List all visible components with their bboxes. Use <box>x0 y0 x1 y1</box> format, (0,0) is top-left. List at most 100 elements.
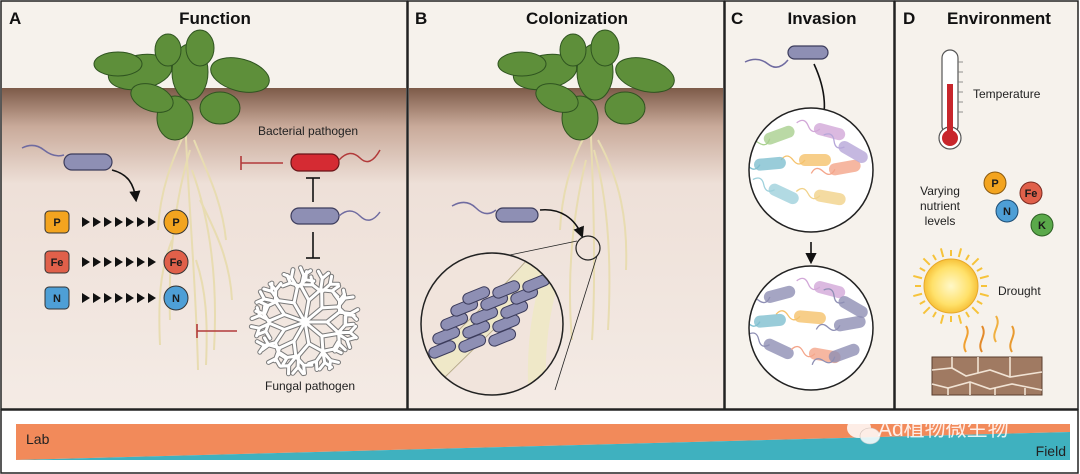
sun-ray <box>971 257 980 266</box>
sun-ray <box>979 274 989 280</box>
panel-letter-d: D <box>903 9 915 28</box>
transport-chevron <box>82 293 90 303</box>
fungal-pathogen-label: Fungal pathogen <box>265 379 355 393</box>
sun-ray <box>939 248 945 258</box>
fungal-hyphae-inner <box>249 266 360 376</box>
sun-ray <box>976 267 983 272</box>
colonizing-bacterium <box>492 280 521 299</box>
sun-ray <box>919 267 926 272</box>
community-bacterium <box>813 189 846 206</box>
badge-fe: Fe <box>1019 181 1043 205</box>
transport-chevron <box>104 293 112 303</box>
community-bacterium <box>763 125 795 145</box>
sun-ray <box>957 314 963 324</box>
transport-chevron <box>115 257 123 267</box>
plant-nutrient-label: Fe <box>170 257 183 269</box>
sun-ray <box>957 248 963 258</box>
community-bacterium <box>768 183 799 205</box>
nutrient-levels-label-line3: levels <box>925 214 956 228</box>
panel-d: D Environment Temperature Varying nutrie… <box>894 0 1079 410</box>
evaporation-icon <box>963 315 1015 353</box>
sun-ray <box>919 300 926 305</box>
panel-title-colonization: Colonization <box>526 9 628 28</box>
sun-ray <box>922 306 931 315</box>
badge-n: N <box>995 199 1019 223</box>
colonizing-bacterium <box>428 340 457 359</box>
transport-chevron <box>93 257 101 267</box>
transport-chevron <box>148 293 156 303</box>
transport-chevron <box>137 257 145 267</box>
panel-title-environment: Environment <box>947 9 1051 28</box>
transport-chevron <box>82 217 90 227</box>
sun-ray <box>976 300 983 305</box>
bacterium-a <box>21 144 141 203</box>
community-bacterium <box>838 141 868 163</box>
transport-chevron <box>115 293 123 303</box>
transport-chevron <box>126 217 134 227</box>
panel-c: C Invasion <box>724 0 895 410</box>
sun-ray <box>913 274 923 280</box>
plant-nutrient-label: N <box>172 293 180 305</box>
panel-letter-b: B <box>415 9 427 28</box>
lab-label: Lab <box>26 431 50 447</box>
svg-text:N: N <box>1003 206 1011 218</box>
community-bacterium <box>828 343 860 363</box>
sun-ray <box>965 254 970 261</box>
svg-text:K: K <box>1038 220 1046 232</box>
soil-nutrient-label: N <box>53 293 61 305</box>
panel-title-invasion: Invasion <box>788 9 857 28</box>
soil-nutrient-fe <box>44 250 70 274</box>
plant-nutrient-label: P <box>172 217 179 229</box>
lab-field-gradient: Lab Field <box>0 409 1079 474</box>
transport-chevron <box>82 257 90 267</box>
transport-chevron <box>126 257 134 267</box>
bacterial-pathogen-label: Bacterial pathogen <box>258 124 358 138</box>
svg-text:P: P <box>991 178 998 190</box>
plant-nutrient-p <box>163 209 189 235</box>
sun-icon <box>913 248 989 324</box>
community-after-circle <box>748 265 874 391</box>
community-bacterium <box>753 156 786 171</box>
transport-chevron <box>148 257 156 267</box>
soil-nutrient-label: P <box>53 217 60 229</box>
field-band <box>16 432 1070 460</box>
colonizing-bacterium <box>458 334 487 353</box>
community-bacterium <box>828 159 861 176</box>
community-bacterium <box>833 315 866 332</box>
transport-chevron <box>104 217 112 227</box>
bacterial-pathogen-group: Bacterial pathogen <box>240 124 381 259</box>
plant-nutrient-n <box>163 285 189 311</box>
svg-text:Fe: Fe <box>1025 188 1038 200</box>
community-bacterium <box>753 313 786 328</box>
temperature-label: Temperature <box>973 87 1041 101</box>
colonizing-bacterium <box>500 300 529 319</box>
panel-letter-a: A <box>9 9 21 28</box>
wechat-icon <box>847 418 881 445</box>
community-bacterium <box>813 123 846 141</box>
sun-ray <box>965 311 970 318</box>
transport-chevron <box>126 293 134 303</box>
transport-chevron <box>104 257 112 267</box>
panel-a: A Function <box>0 0 408 410</box>
plant-a <box>93 29 270 371</box>
nutrient-levels-label-line2: nutrient <box>920 199 961 213</box>
sun-ray <box>922 257 931 266</box>
field-label: Field <box>1036 443 1066 459</box>
transport-chevron <box>137 293 145 303</box>
community-before-circle <box>748 107 874 233</box>
colonizing-bacterium <box>470 306 499 325</box>
zoom-target <box>575 235 601 261</box>
watermark-text: Ad植物微生物 <box>878 418 1009 441</box>
nutrient-levels-label-line1: Varying <box>920 184 960 198</box>
sun-ray <box>979 292 989 298</box>
nutrient-badges: P Fe N K <box>983 171 1054 237</box>
dry-soil-icon <box>931 356 1043 396</box>
community-bacterium <box>763 338 794 360</box>
community-bacterium <box>838 296 868 318</box>
transport-chevron <box>115 217 123 227</box>
pathogen-bacterium <box>290 153 340 172</box>
lab-band <box>16 424 1070 460</box>
